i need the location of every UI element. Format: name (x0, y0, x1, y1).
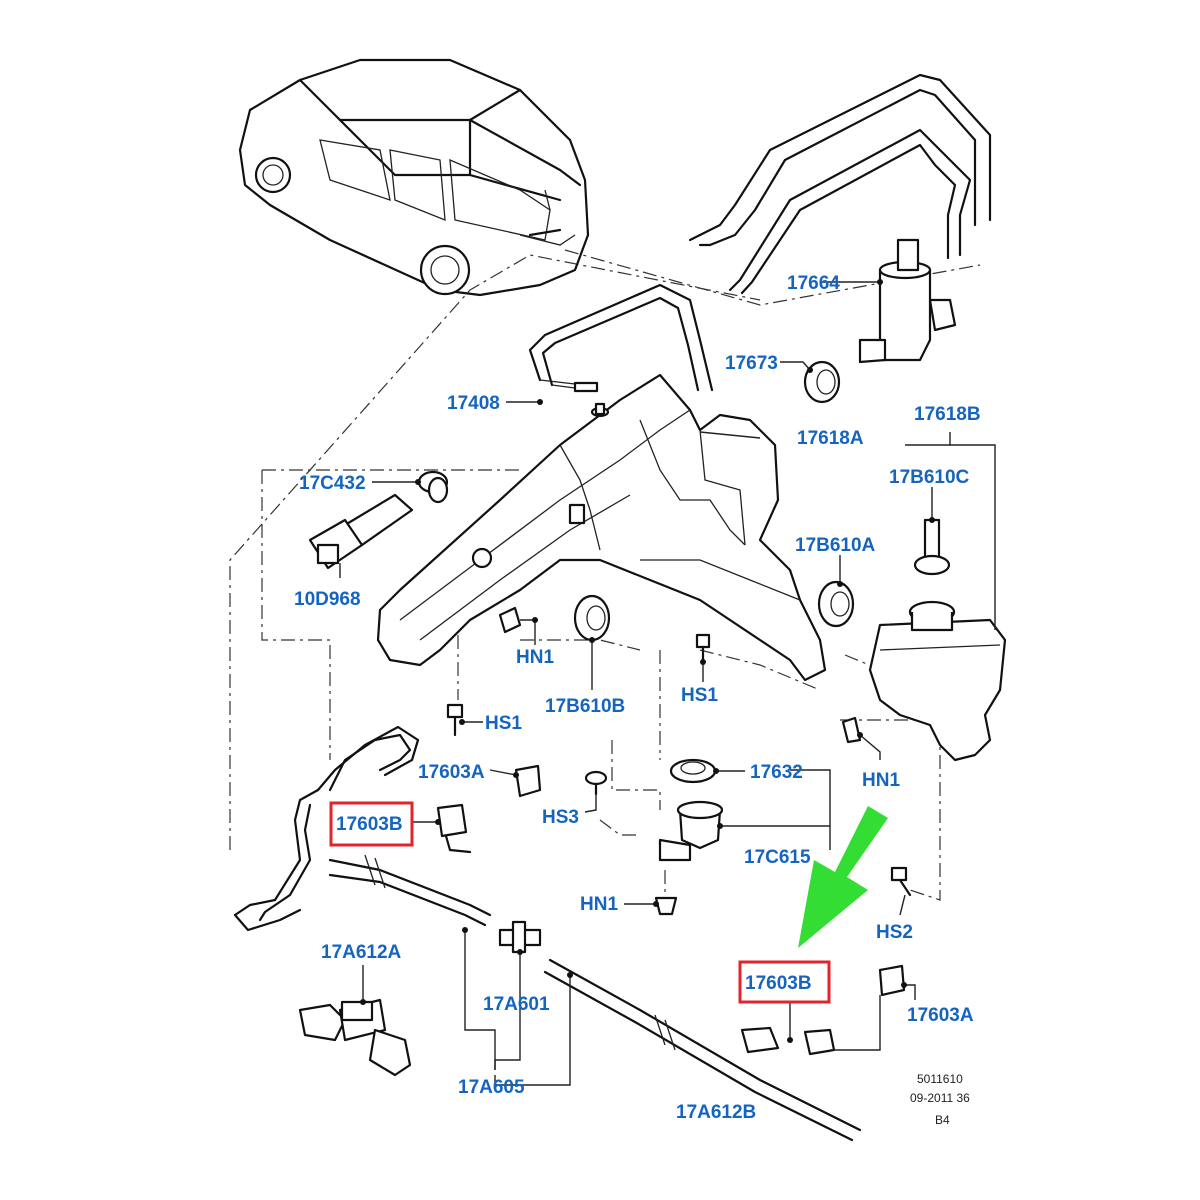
label-17603B-left[interactable]: 17603B (336, 814, 403, 835)
clip-HN1-right (841, 716, 862, 744)
nozzle-17603A-bottom (878, 964, 906, 997)
hose-connector (573, 381, 599, 393)
label-17673[interactable]: 17673 (725, 353, 778, 374)
fasteners (446, 606, 912, 916)
label-17B610A[interactable]: 17B610A (795, 535, 876, 556)
upper-hoses (528, 73, 992, 393)
reference-line-2: 09-2011 36 (910, 1091, 970, 1105)
screw-HS1-mid (695, 633, 711, 664)
green-pointer-arrow-icon (798, 806, 888, 948)
washer-pump (858, 238, 957, 364)
pump-grommet-17673 (803, 360, 841, 404)
reference-line-3: B4 (935, 1113, 950, 1127)
label-17B610B[interactable]: 17B610B (545, 696, 625, 717)
level-sensor-grommet-17C432 (417, 470, 449, 504)
highlight-box-17603B-left (329, 801, 414, 847)
label-17B610C[interactable]: 17B610C (889, 467, 970, 488)
label-17A605[interactable]: 17A605 (458, 1077, 525, 1098)
grommet-17B610A (817, 580, 855, 628)
vehicle-outline (238, 58, 590, 297)
nozzle-17603A-top (514, 764, 542, 798)
label-17618A[interactable]: 17618A (797, 428, 864, 449)
label-HS3[interactable]: HS3 (542, 807, 579, 828)
label-10D968[interactable]: 10D968 (294, 589, 361, 610)
screw-HS2 (890, 866, 912, 897)
part-labels: 17664 17673 17408 17618A 17618B 17B610C … (294, 273, 981, 1123)
label-17632[interactable]: 17632 (750, 762, 803, 783)
label-17C615[interactable]: 17C615 (744, 847, 811, 868)
label-HN1-top[interactable]: HN1 (516, 647, 554, 668)
screw-HS3 (584, 770, 608, 796)
label-17C432[interactable]: 17C432 (299, 473, 366, 494)
label-17A601[interactable]: 17A601 (483, 994, 550, 1015)
label-HN1-right[interactable]: HN1 (862, 770, 900, 791)
washer-motor-17C615 (658, 800, 724, 862)
bolt-17B610C (913, 518, 951, 576)
label-HN1-bottom[interactable]: HN1 (580, 894, 618, 915)
nozzle-17603B-right (740, 1026, 836, 1056)
leader-lines (339, 279, 996, 1086)
washer-reservoir-17618B (868, 600, 1007, 762)
washer-motor-cap-17632 (669, 758, 717, 784)
grommet-17B610B (573, 594, 611, 642)
label-17A612A[interactable]: 17A612A (321, 942, 402, 963)
highlight-box-17603B-right (738, 960, 831, 1004)
clip-HN1-bottom (654, 896, 678, 916)
nozzle-17603B-left (436, 803, 472, 854)
reference-line-1: 5011610 (917, 1072, 963, 1086)
hose-connector-17A612A (298, 998, 412, 1077)
clip-HN1-top (498, 606, 522, 634)
lower-hoses (233, 725, 862, 1142)
label-17603A-bottom[interactable]: 17603A (907, 1005, 974, 1026)
label-17618B[interactable]: 17618B (914, 404, 981, 425)
label-HS1-mid[interactable]: HS1 (681, 685, 718, 706)
label-17664[interactable]: 17664 (787, 273, 840, 294)
level-sensor-10D968 (308, 493, 414, 570)
label-HS2[interactable]: HS2 (876, 922, 913, 943)
label-HS1-left[interactable]: HS1 (485, 713, 522, 734)
washer-reservoir-bracket (376, 373, 827, 682)
label-17A612B[interactable]: 17A612B (676, 1102, 756, 1123)
label-17408[interactable]: 17408 (447, 393, 500, 414)
label-17603A-top[interactable]: 17603A (418, 762, 485, 783)
label-17603B-right[interactable]: 17603B (745, 973, 812, 994)
screw-HS1-left (446, 703, 464, 737)
reference-block: 5011610 09-2011 36 B4 (910, 1072, 970, 1127)
